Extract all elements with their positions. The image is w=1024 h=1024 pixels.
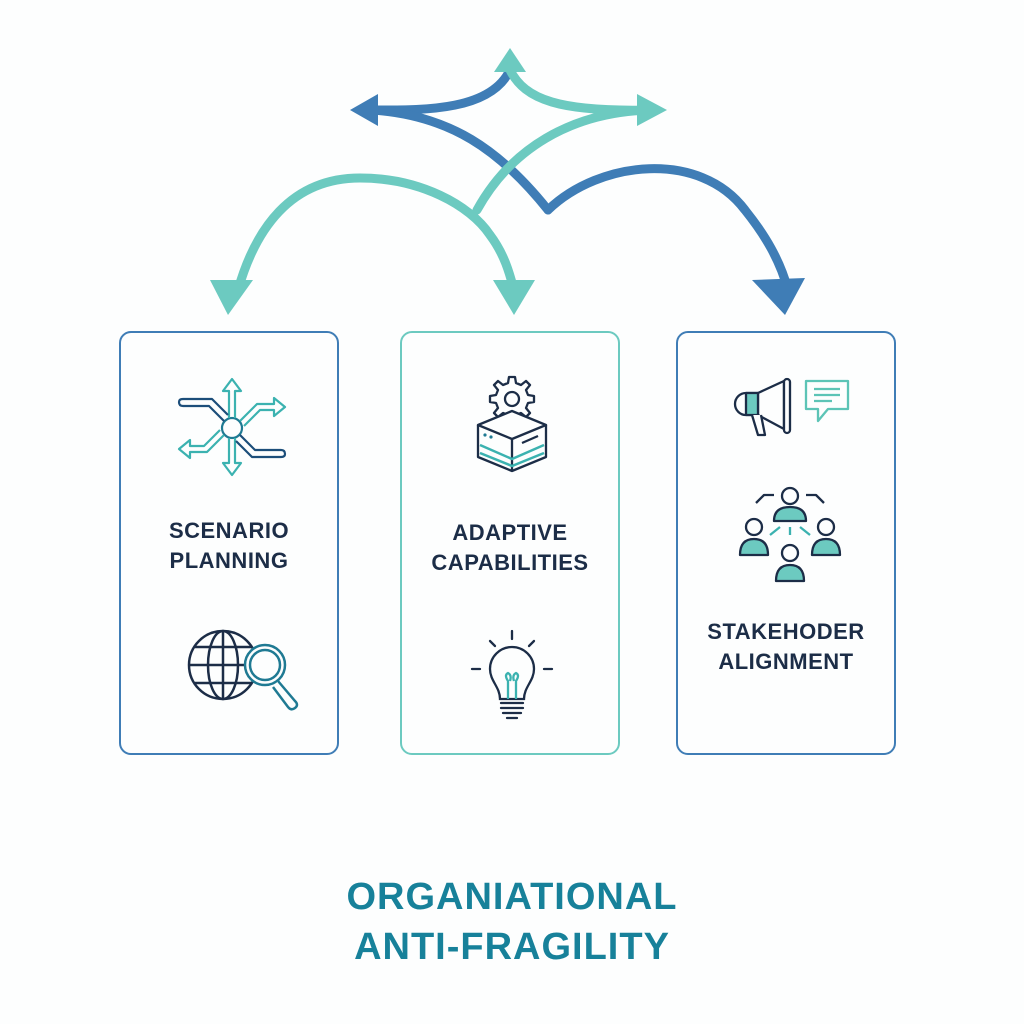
- card-title-line2: ALIGNMENT: [718, 649, 854, 674]
- flow-arrows: [210, 48, 805, 315]
- card-adaptive-capabilities: ADAPTIVE CAPABILITIES: [400, 331, 620, 755]
- arrowhead-up: [494, 48, 526, 72]
- lightbulb-icon: [470, 629, 554, 720]
- arrowhead-right: [637, 94, 667, 126]
- card-title: SCENARIO PLANNING: [121, 516, 337, 576]
- card-stakeholder-alignment: STAKEHODER ALIGNMENT: [676, 331, 896, 755]
- card-title: ADAPTIVE CAPABILITIES: [402, 518, 618, 578]
- card-scenario-planning: SCENARIO PLANNING: [119, 331, 339, 755]
- card-title-line1: STAKEHODER: [707, 619, 865, 644]
- arrowhead-down-middle: [493, 280, 535, 315]
- main-title-line2: ANTI-FRAGILITY: [354, 926, 670, 968]
- card-title-line2: PLANNING: [169, 548, 289, 573]
- card-title-line2: CAPABILITIES: [431, 550, 589, 575]
- arrowhead-down-left: [210, 280, 253, 315]
- chat-bubble-icon: [804, 379, 850, 423]
- card-title-line1: SCENARIO: [168, 518, 290, 543]
- people-network-icon: [738, 486, 842, 583]
- gear-box-icon: [476, 375, 548, 473]
- globe-search-icon: [187, 629, 299, 711]
- main-title: ORGANIATIONAL ANTI-FRAGILITY: [0, 872, 1024, 972]
- main-title-line1: ORGANIATIONAL: [346, 876, 678, 918]
- megaphone-icon: [733, 377, 792, 437]
- card-title: STAKEHODER ALIGNMENT: [678, 617, 894, 677]
- branching-arrows-icon: [177, 377, 287, 477]
- arrowhead-left: [350, 94, 378, 126]
- arrowhead-down-right: [752, 278, 805, 315]
- card-title-line1: ADAPTIVE: [452, 520, 568, 545]
